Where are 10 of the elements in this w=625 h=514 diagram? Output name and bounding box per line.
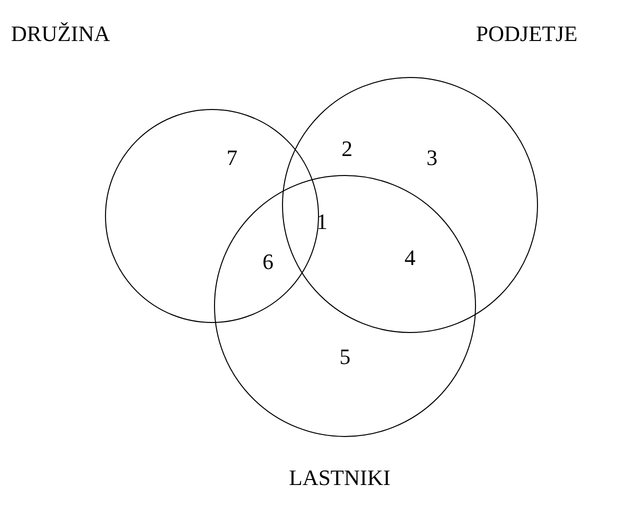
set-label: DRUŽINA: [11, 23, 110, 45]
region-number: 4: [404, 247, 416, 269]
region-number: 7: [226, 147, 238, 169]
region-number: 2: [342, 138, 352, 160]
region-number: 5: [340, 346, 350, 368]
set-label: PODJETJE: [476, 23, 578, 45]
region-number: 1: [316, 211, 328, 233]
set-label: LASTNIKI: [289, 467, 390, 489]
region-number: 6: [262, 251, 274, 273]
region-number: 3: [426, 147, 438, 169]
